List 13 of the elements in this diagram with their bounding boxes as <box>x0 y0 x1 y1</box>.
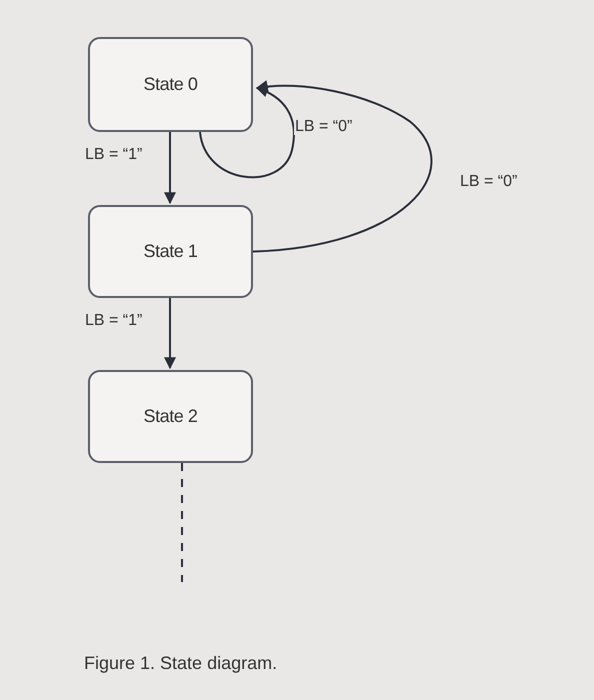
arrow <box>252 80 432 252</box>
arrow <box>164 298 176 370</box>
state-box <box>88 205 253 298</box>
state-box <box>88 37 253 132</box>
self-loop-arrow <box>199 86 295 178</box>
state-label: State 1 <box>144 240 198 263</box>
state-box <box>88 370 253 463</box>
state-label: State 2 <box>144 405 198 428</box>
caption: Figure 1. State diagram. <box>84 652 278 675</box>
state-label: State 0 <box>144 73 198 96</box>
dashed-line <box>181 463 183 582</box>
arrow <box>164 132 176 204</box>
edge-label: LB = “0” <box>294 119 354 135</box>
